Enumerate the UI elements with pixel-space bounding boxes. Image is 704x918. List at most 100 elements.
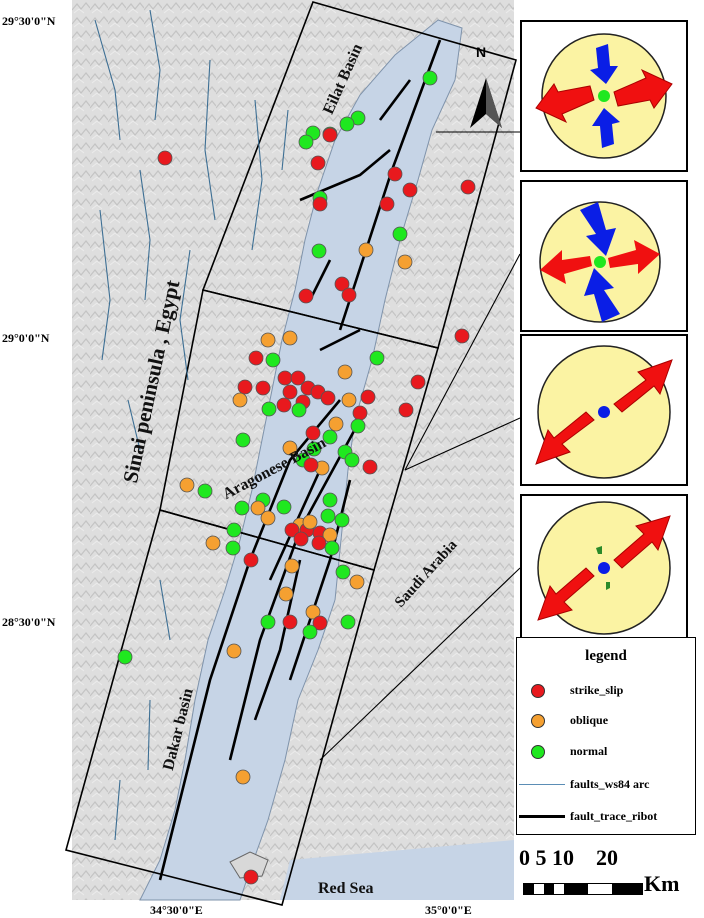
lon-label-34-30: 34°30'0"E: [150, 903, 203, 917]
strike-slip-point: [311, 535, 327, 551]
normal-point: [276, 499, 292, 515]
strike-slip-point: [290, 370, 306, 386]
oblique-point: [341, 392, 357, 408]
normal-point: [369, 350, 385, 366]
normal-point: [335, 564, 351, 580]
strike-slip-point: [460, 179, 476, 195]
normal-point: [339, 116, 355, 132]
normal-point: [334, 512, 350, 528]
legend-item-normal: normal: [517, 741, 695, 763]
strike-slip-point: [243, 552, 259, 568]
lat-label-29-00: 29°0'0"N: [2, 331, 50, 345]
strike-slip-point: [248, 350, 264, 366]
oblique-point: [260, 332, 276, 348]
oblique-point: [328, 416, 344, 432]
normal-point: [226, 522, 242, 538]
strike-slip-point: [303, 457, 319, 473]
legend: legend strike_slip oblique normal faults…: [516, 637, 696, 835]
legend-label: strike_slip: [570, 683, 624, 697]
normal-point: [392, 226, 408, 242]
thick-fault-symbol: [519, 815, 565, 818]
legend-item-oblique: oblique: [517, 710, 695, 732]
oblique-point: [282, 440, 298, 456]
center-dot-green: [594, 256, 606, 268]
scale-unit: Km: [644, 871, 680, 896]
strike-slip-point: [293, 531, 309, 547]
leader-lines: [319, 131, 521, 761]
strike-slip-point: [454, 328, 470, 344]
strike-slip-point: [157, 150, 173, 166]
oblique-point: [358, 242, 374, 258]
oblique-point: [305, 604, 321, 620]
oblique-point: [397, 254, 413, 270]
oblique-symbol: [531, 714, 545, 728]
strike-slip-point: [320, 390, 336, 406]
strike-slip-point: [322, 127, 338, 143]
oblique-point: [232, 392, 248, 408]
center-dot-green: [598, 90, 610, 102]
strike-slip-point: [282, 384, 298, 400]
strike-slip-symbol: [531, 684, 545, 698]
lat-label-29-30: 29°30'0"N: [2, 14, 56, 28]
small-compression-arrows-icon: [596, 546, 610, 590]
strike-slip-point: [312, 615, 328, 631]
legend-label: fault_trace_ribot: [570, 809, 658, 823]
normal-point: [234, 500, 250, 516]
oblique-point: [337, 364, 353, 380]
strike-slip-point: [334, 276, 350, 292]
normal-point: [265, 352, 281, 368]
strike-slip-point: [398, 402, 414, 418]
oblique-point: [282, 330, 298, 346]
strike-slip-point: [310, 155, 326, 171]
oblique-point: [278, 586, 294, 602]
extension-arrows-icon: [535, 359, 673, 465]
normal-point: [298, 134, 314, 150]
island: [229, 851, 269, 879]
normal-point: [311, 243, 327, 259]
normal-point: [291, 402, 307, 418]
strike-slip-point: [243, 869, 259, 885]
north-arrow: N: [466, 44, 506, 134]
strike-slip-point: [298, 288, 314, 304]
center-dot-blue: [598, 406, 610, 418]
normal-point: [197, 483, 213, 499]
center-dot-blue: [598, 562, 610, 574]
oblique-point: [250, 500, 266, 516]
oblique-point: [349, 574, 365, 590]
scale-bar-graphic: [523, 883, 643, 895]
normal-point: [322, 492, 338, 508]
thin-fault-symbol: [519, 784, 565, 785]
normal-point: [235, 432, 251, 448]
red-sea-water: [280, 840, 514, 900]
strike-slip-point: [379, 196, 395, 212]
strike-slip-point: [352, 405, 368, 421]
normal-point: [350, 418, 366, 434]
normal-point: [260, 614, 276, 630]
extension-arrows-icon: [535, 68, 673, 124]
strike-slip-point: [387, 166, 403, 182]
compression-arrows-icon: [580, 202, 620, 322]
stress-panel-4: [520, 494, 688, 646]
stress-panel-1: [520, 20, 688, 172]
legend-label: faults_ws84 arc: [570, 777, 650, 791]
oblique-point: [284, 558, 300, 574]
strike-slip-point: [282, 614, 298, 630]
oblique-point: [235, 769, 251, 785]
normal-point: [225, 540, 241, 556]
legend-item-faults: faults_ws84 arc: [517, 774, 695, 796]
strike-slip-point: [402, 182, 418, 198]
legend-item-fault-trace: fault_trace_ribot: [517, 806, 695, 828]
oblique-point: [179, 477, 195, 493]
strike-slip-point: [237, 379, 253, 395]
strike-slip-point: [312, 196, 328, 212]
faults-ws84-arc: [94, 9, 289, 841]
extension-arrows-icon: [540, 240, 660, 284]
stress-panel-3: [520, 334, 688, 486]
normal-point: [302, 624, 318, 640]
strike-slip-point: [360, 389, 376, 405]
red-sea-label: Red Sea: [318, 880, 374, 897]
strike-slip-point: [277, 370, 293, 386]
oblique-point: [260, 510, 276, 526]
strike-slip-point: [341, 287, 357, 303]
stress-panel-2: [520, 180, 688, 332]
